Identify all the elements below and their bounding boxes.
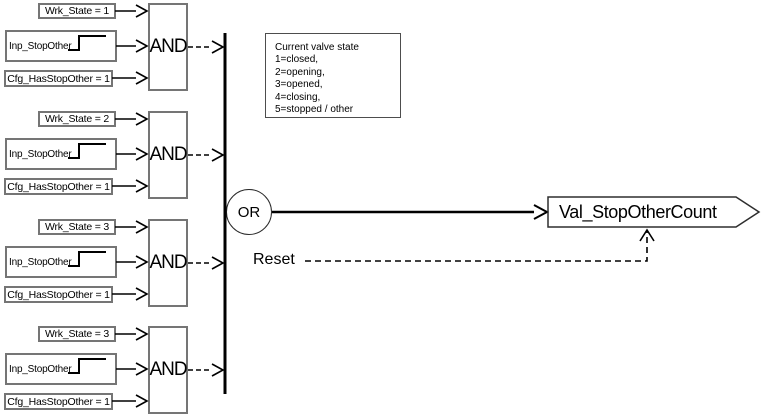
arrowhead-icon — [135, 327, 149, 341]
and-gate-3: AND — [148, 219, 188, 307]
cfg-hasstopother-box-4: Cfg_HasStopOther = 1 — [4, 393, 113, 410]
arrowhead-icon — [135, 179, 149, 193]
arrowhead-icon — [135, 220, 149, 234]
note-line: 5=stopped / other — [275, 104, 354, 116]
note-line: Current valve state — [275, 42, 359, 53]
arrowhead-icon — [135, 287, 149, 301]
inp-stopother-box-1: Inp_StopOther — [5, 30, 117, 62]
arrowhead-icon — [135, 4, 149, 18]
arrowhead-icon — [135, 255, 149, 269]
arrowhead-icon — [211, 363, 225, 377]
arrowhead-icon — [135, 394, 149, 408]
arrowhead-icon — [211, 256, 225, 270]
or-gate: OR — [226, 189, 272, 235]
arrowhead-icon — [135, 112, 149, 126]
cfg-hasstopother-box-3: Cfg_HasStopOther = 1 — [4, 286, 113, 303]
reset-connector — [305, 228, 655, 262]
wrk-state-box-3: Wrk_State = 3 — [38, 219, 116, 235]
arrowhead-icon — [533, 204, 550, 220]
reset-label: Reset — [253, 251, 295, 268]
note-line: 4=closing, — [275, 91, 321, 103]
arrowhead-up-icon — [639, 228, 655, 242]
arrowhead-icon — [135, 71, 149, 85]
wrk-state-box-1: Wrk_State = 1 — [38, 3, 116, 19]
arrowhead-icon — [135, 147, 149, 161]
and-gate-1: AND — [148, 3, 188, 91]
cfg-hasstopother-box-1: Cfg_HasStopOther = 1 — [4, 70, 113, 87]
inp-stopother-box-2: Inp_StopOther — [5, 138, 117, 170]
note-box: Current valve state 1=closed, 2=opening,… — [265, 33, 401, 118]
inp-stopother-box-3: Inp_StopOther — [5, 246, 117, 278]
inp-stopother-box-4: Inp_StopOther — [5, 353, 117, 385]
and-gate-4: AND — [148, 326, 188, 414]
wrk-state-box-2: Wrk_State = 2 — [38, 111, 116, 127]
arrowhead-icon — [135, 362, 149, 376]
or-output-connector — [272, 204, 550, 220]
cfg-hasstopother-box-2: Cfg_HasStopOther = 1 — [4, 178, 113, 195]
arrowhead-icon — [135, 39, 149, 53]
note-line: 1=closed, — [275, 54, 319, 66]
note-line: 3=opened, — [275, 79, 323, 91]
arrowhead-icon — [211, 40, 225, 54]
output-tag-label: Val_StopOtherCount — [559, 202, 717, 222]
note-line: 2=opening, — [275, 66, 325, 78]
arrowhead-icon — [211, 148, 225, 162]
wrk-state-box-4: Wrk_State = 3 — [38, 326, 116, 342]
and-gate-2: AND — [148, 111, 188, 199]
